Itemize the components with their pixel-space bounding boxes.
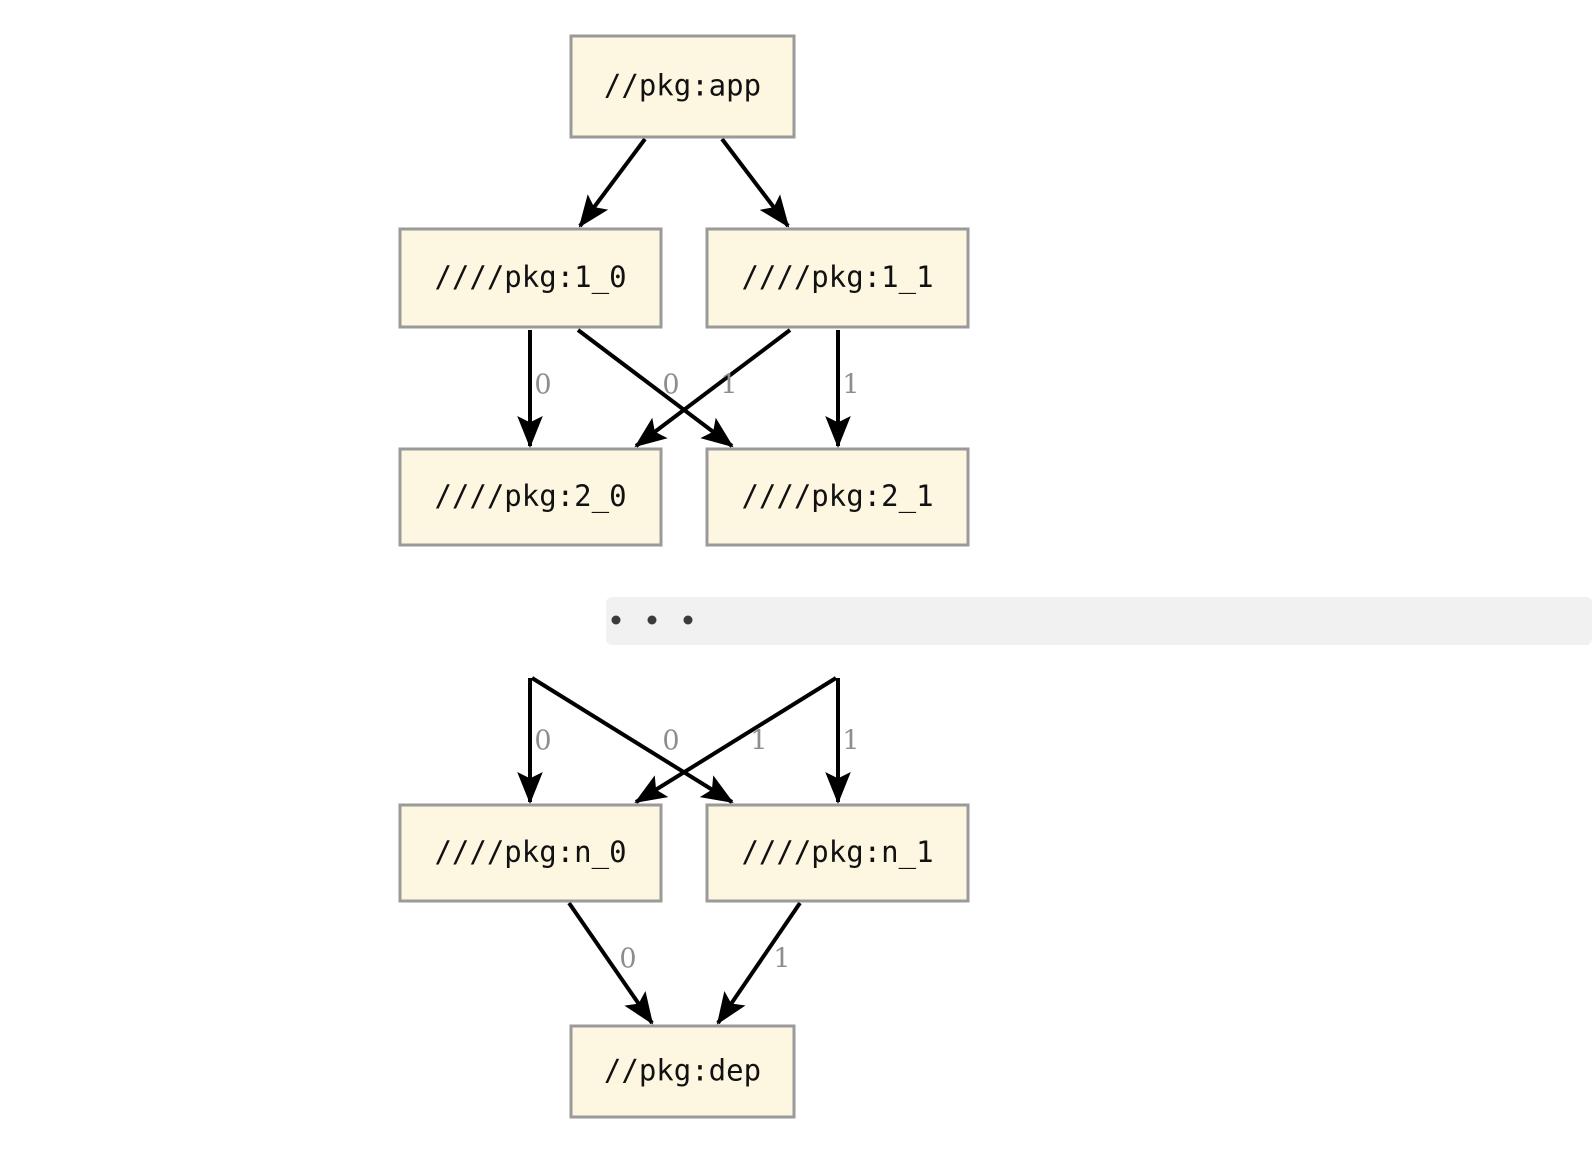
node-label: //pkg:dep xyxy=(604,1054,761,1088)
node-dep[interactable]: //pkg:dep xyxy=(569,1024,796,1119)
node-label: ////pkg:2_0 xyxy=(434,479,626,514)
edge-n_0-to-dep xyxy=(567,901,654,1025)
node-label: ////pkg:n_0 xyxy=(434,835,626,870)
node-box[interactable] xyxy=(569,34,796,139)
node-box[interactable] xyxy=(569,1024,796,1119)
node-box[interactable] xyxy=(705,447,970,547)
edge-n_1-to-dep xyxy=(716,901,802,1025)
node-label: ////pkg:1_0 xyxy=(434,260,626,295)
node-box[interactable] xyxy=(398,227,663,329)
edge-line xyxy=(716,901,802,1025)
node-box[interactable] xyxy=(705,803,970,903)
edge-label: 1 xyxy=(750,726,767,757)
edge-x-to-n_1b xyxy=(530,676,734,804)
node-box[interactable] xyxy=(705,227,970,329)
edge-line xyxy=(567,901,654,1025)
edge-label: 1 xyxy=(842,370,859,401)
edge-y-to-n_0b xyxy=(634,676,838,804)
edge-label: 0 xyxy=(534,726,551,757)
edge-line xyxy=(578,137,647,228)
edge-line xyxy=(634,328,792,448)
edge-labels-layer: 0 0 1 1 0 0 1 1 0 1 xyxy=(534,370,859,975)
node-label: //pkg:app xyxy=(604,69,761,103)
edge-label: 0 xyxy=(662,726,679,757)
edge-1_0-to-2_1 xyxy=(576,328,734,448)
edge-label: 0 xyxy=(662,370,679,401)
node-label: ////pkg:1_1 xyxy=(741,260,933,295)
edge-app-to-1_0 xyxy=(578,137,647,228)
node-label: ////pkg:2_1 xyxy=(741,479,933,514)
node-box[interactable] xyxy=(398,803,663,903)
ellipsis-layer xyxy=(606,597,1592,645)
node-l2_0[interactable]: ////pkg:2_0 xyxy=(398,447,663,547)
node-l1_1[interactable]: ////pkg:1_1 xyxy=(705,227,970,329)
edge-app-to-1_1 xyxy=(720,137,790,228)
ellipsis-dot-1 xyxy=(611,615,621,625)
edge-line xyxy=(634,676,838,804)
edge-line xyxy=(530,676,734,804)
edge-label: 1 xyxy=(720,370,737,401)
node-app[interactable]: //pkg:app xyxy=(569,34,796,139)
node-l2_1[interactable]: ////pkg:2_1 xyxy=(705,447,970,547)
node-l1_0[interactable]: ////pkg:1_0 xyxy=(398,227,663,329)
edge-1_1-to-2_0 xyxy=(634,328,792,448)
edge-label: 0 xyxy=(619,944,636,975)
edges-layer xyxy=(517,137,851,1025)
node-ln_1[interactable]: ////pkg:n_1 xyxy=(705,803,970,903)
node-box[interactable] xyxy=(398,447,663,547)
ellipsis-dot-3 xyxy=(683,615,693,625)
ellipsis-dot-2 xyxy=(647,615,657,625)
nodes-layer: //pkg:app ////pkg:1_0 ////pkg:1_1 ////pkg:2… xyxy=(398,34,970,1119)
edge-label: 1 xyxy=(842,726,859,757)
node-label: ////pkg:n_1 xyxy=(741,835,933,870)
edge-label: 1 xyxy=(773,944,790,975)
edge-line xyxy=(576,328,734,448)
edge-label: 0 xyxy=(534,370,551,401)
truncation-band xyxy=(606,597,1592,645)
edge-line xyxy=(720,137,790,228)
node-ln_0[interactable]: ////pkg:n_0 xyxy=(398,803,663,903)
